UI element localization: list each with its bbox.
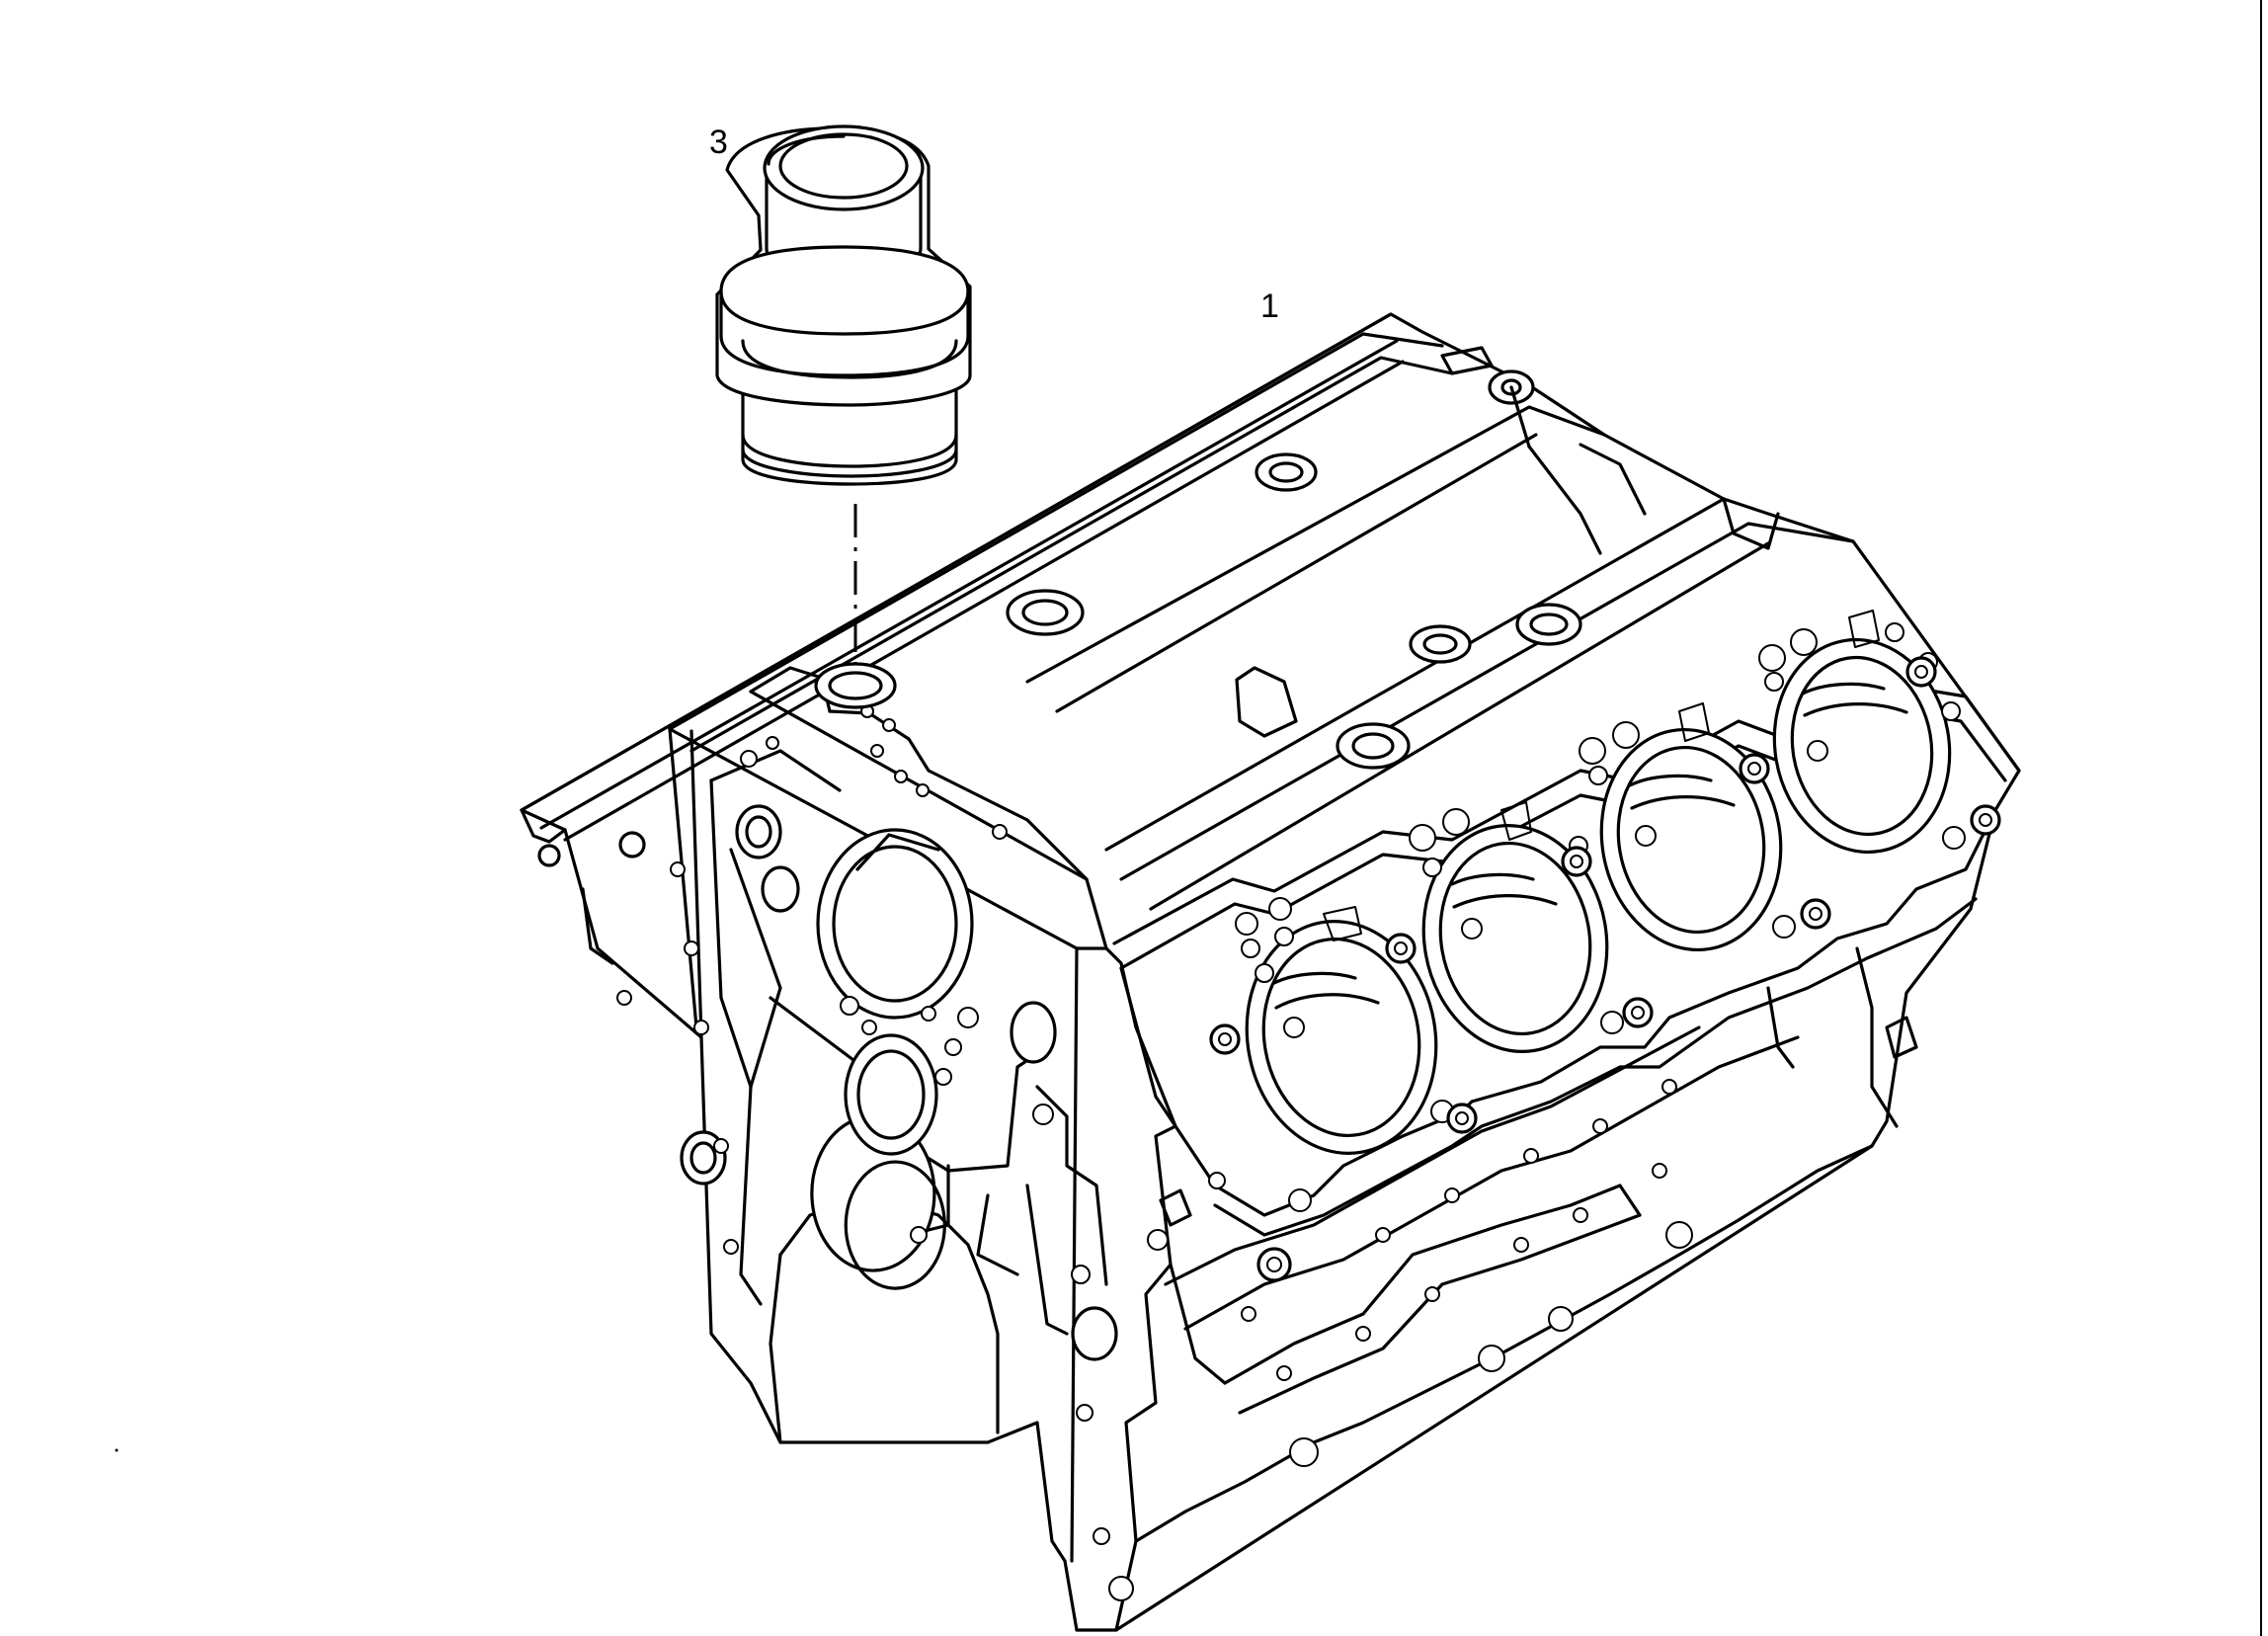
engine-block xyxy=(520,312,2021,1632)
cylinder-liner xyxy=(715,124,972,486)
speck xyxy=(115,1448,119,1452)
callout-1: 1 xyxy=(1260,287,1279,325)
cylinder-bores xyxy=(1245,637,1952,1155)
head-bolt-bosses xyxy=(1209,656,2001,1134)
edge-rule xyxy=(2260,0,2262,1636)
liner-seat xyxy=(814,662,897,709)
callout-3: 3 xyxy=(709,123,728,161)
